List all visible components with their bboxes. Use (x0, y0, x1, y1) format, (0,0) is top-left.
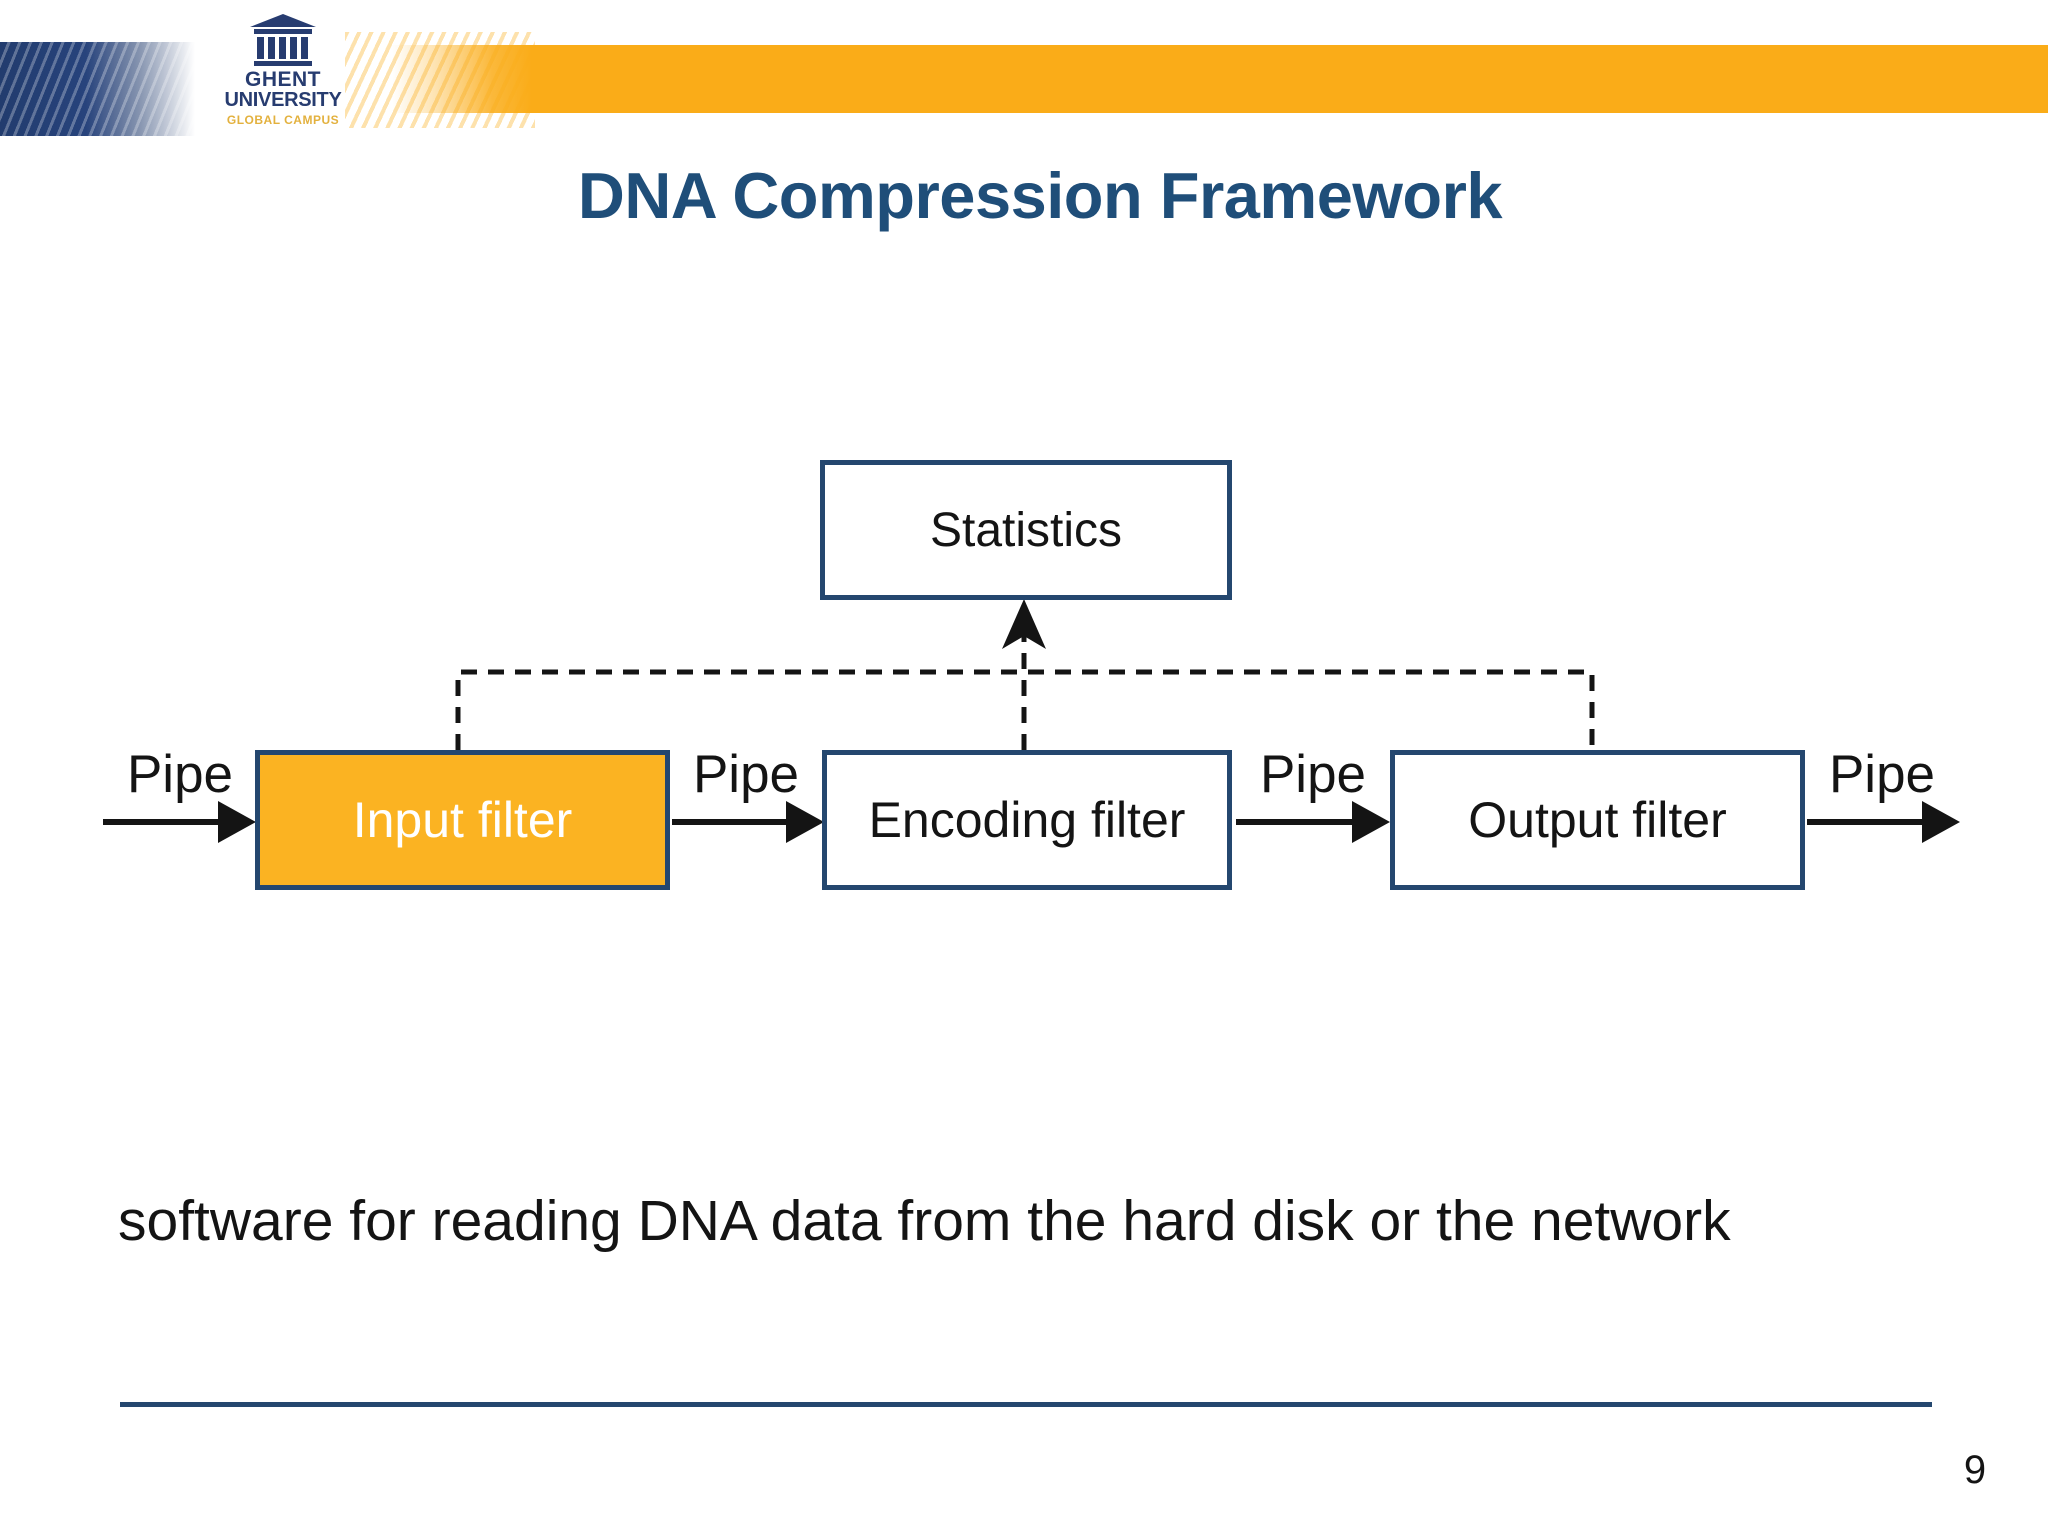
statistics-label: Statistics (929, 503, 1123, 557)
input-filter-label: Input filter (352, 792, 573, 848)
encoding-filter-label: Encoding filter (868, 792, 1186, 848)
dashed-connector-line (455, 669, 1595, 750)
statistics-box: Statistics (820, 460, 1232, 600)
output-filter-label: Output filter (1468, 792, 1727, 848)
footer-divider (120, 1402, 1932, 1407)
pipe-arrowhead-2-icon (786, 801, 824, 843)
encoding-filter-box: Encoding filter (822, 750, 1232, 890)
temple-icon (250, 14, 316, 66)
pipe-arrowhead-3-icon (1352, 801, 1390, 843)
page-number: 9 (1963, 1448, 1987, 1492)
logo-text-ghent: GHENT (245, 68, 321, 91)
page-title: DNA Compression Framework (577, 159, 1503, 232)
input-filter-box: Input filter (255, 750, 670, 890)
pipe-arrowhead-4-icon (1922, 801, 1960, 843)
pipe-label-4: Pipe (1828, 745, 1936, 804)
navy-brush-stroke (0, 42, 205, 136)
pipe-label-1: Pipe (126, 745, 234, 804)
statistics-arrowhead-icon (1002, 599, 1046, 649)
slide-caption: software for reading DNA data from the h… (118, 1189, 1731, 1253)
pipe-arrowhead-1-icon (218, 801, 256, 843)
logo-text-university: UNIVERSITY (224, 89, 342, 112)
ghent-university-logo: GHENT UNIVERSITY GLOBAL CAMPUS (208, 14, 358, 146)
pipe-label-3: Pipe (1259, 745, 1367, 804)
pipe-label-2: Pipe (692, 745, 800, 804)
output-filter-box: Output filter (1390, 750, 1805, 890)
logo-text-global-campus: GLOBAL CAMPUS (226, 112, 340, 127)
gold-banner-bar (392, 45, 2048, 113)
